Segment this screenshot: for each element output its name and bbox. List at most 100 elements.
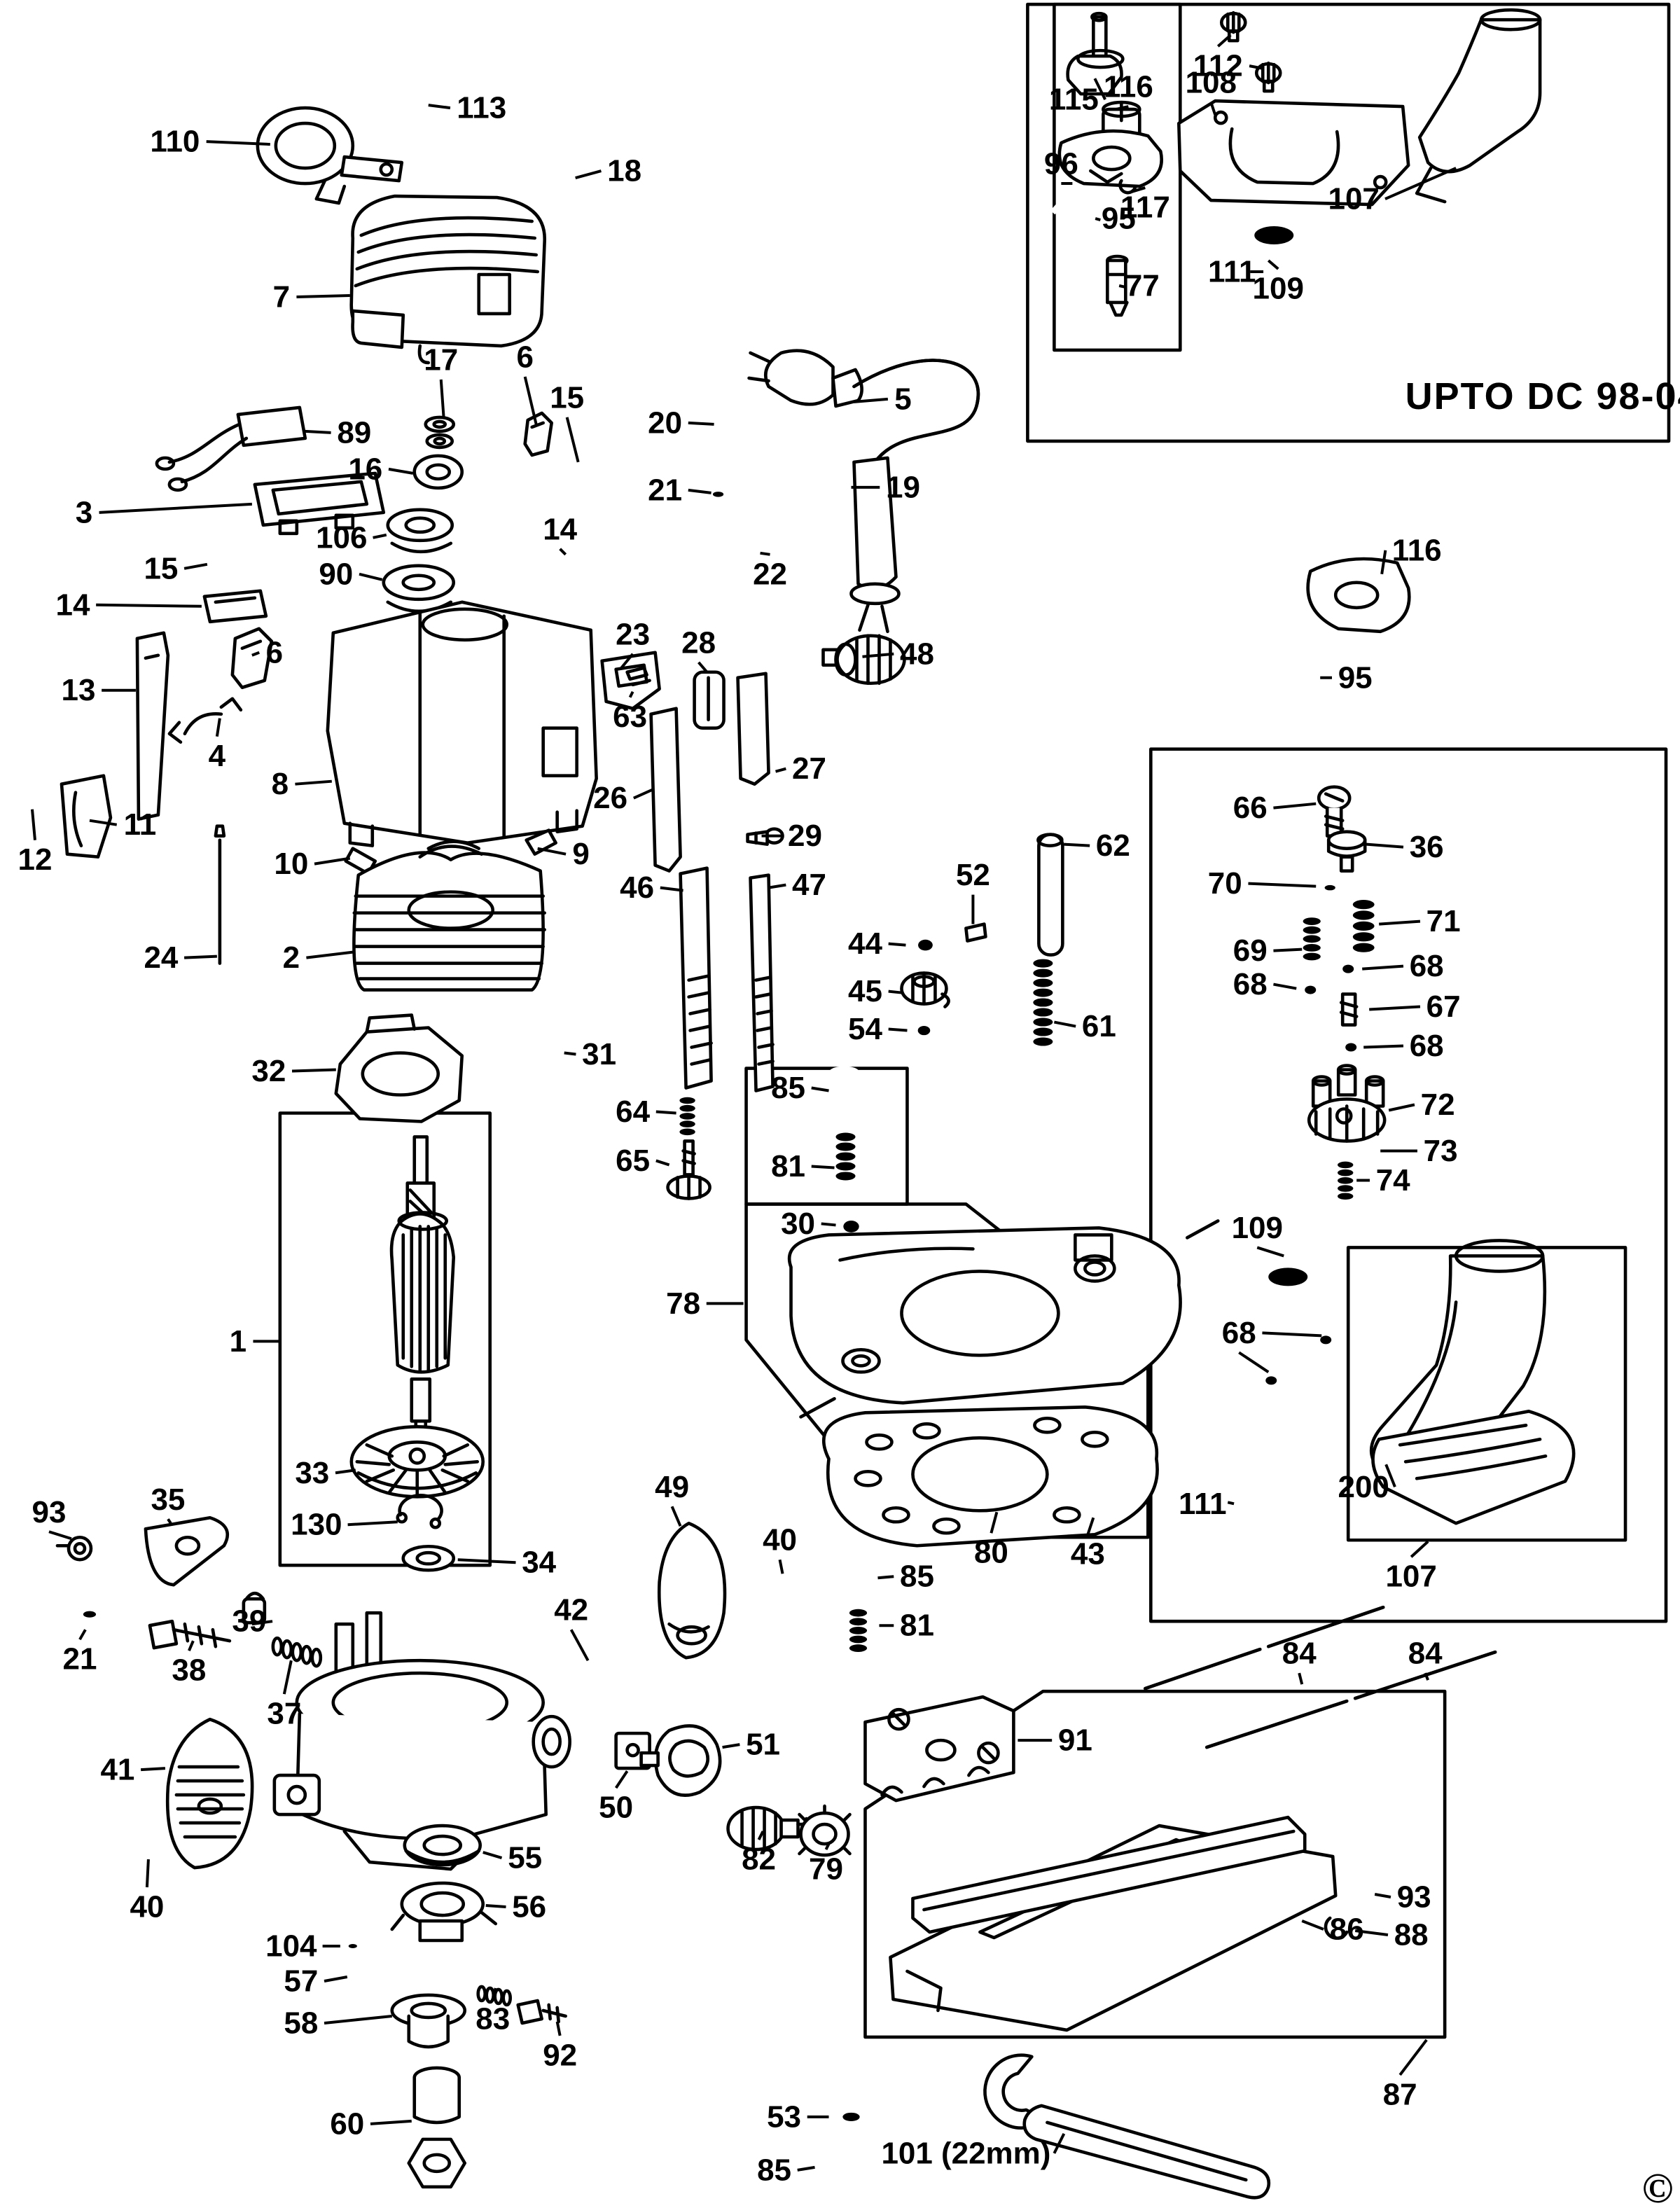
svg-text:56: 56 <box>512 1890 546 1924</box>
part-74-spring <box>1338 1161 1354 1200</box>
part-93-bush <box>55 1535 93 1562</box>
svg-text:68: 68 <box>1410 949 1444 983</box>
part-label-116: 116 <box>1104 70 1153 111</box>
svg-text:117: 117 <box>1120 190 1170 225</box>
part-label-21: 21 <box>648 473 711 507</box>
part-27-column <box>736 672 770 786</box>
part-88-clip <box>1324 1916 1349 1940</box>
part-label-112: 112 <box>1193 34 1265 83</box>
part-label-6: 6 <box>516 340 538 425</box>
svg-text:27: 27 <box>792 751 826 786</box>
svg-text:84: 84 <box>1408 1637 1443 1671</box>
svg-text:81: 81 <box>771 1149 805 1183</box>
svg-text:30: 30 <box>781 1207 815 1241</box>
svg-text:46: 46 <box>620 870 654 905</box>
part-label-47: 47 <box>768 868 826 902</box>
part-label-50: 50 <box>599 1770 633 1825</box>
part-71-spring <box>1352 900 1375 952</box>
svg-text:116: 116 <box>1104 70 1153 104</box>
part-subbase-casting <box>787 1219 1220 1419</box>
part-label-65: 65 <box>616 1144 670 1178</box>
svg-text:111: 111 <box>1208 254 1256 289</box>
part-67-stud <box>1339 992 1359 1027</box>
part-68-nut <box>1338 1037 1364 1057</box>
part-label-45: 45 <box>848 974 902 1008</box>
part-label-2: 2 <box>283 940 354 975</box>
svg-text:90: 90 <box>319 557 353 591</box>
part-label-115: 115 <box>1049 78 1106 117</box>
part-24-pin <box>214 824 226 965</box>
part-label-19: 19 <box>851 470 920 504</box>
svg-text:88: 88 <box>1394 1918 1429 1952</box>
part-label-22: 22 <box>753 551 787 591</box>
part-104-washer <box>342 1940 363 1952</box>
part-label-104: 104 <box>265 1929 340 1963</box>
part-label-70: 70 <box>1208 866 1317 901</box>
part-label-71: 71 <box>1379 904 1461 938</box>
part-label-7: 7 <box>273 279 350 314</box>
svg-text:9: 9 <box>572 837 589 871</box>
part-46-column <box>679 866 713 1090</box>
part-44-nut <box>909 932 942 958</box>
svg-text:7: 7 <box>273 279 290 314</box>
svg-text:74: 74 <box>1376 1163 1410 1197</box>
part-32-bearing-ring <box>334 1013 464 1123</box>
part-label-68: 68 <box>1233 967 1297 1001</box>
part-45-adjuster <box>900 971 950 1008</box>
part-label-130: 130 <box>291 1508 398 1542</box>
part-116-plate-mid <box>1306 557 1411 634</box>
svg-text:40: 40 <box>130 1890 164 1924</box>
part-96-screw <box>1047 182 1081 217</box>
svg-text:52: 52 <box>956 858 990 892</box>
part-81-spring <box>835 1132 856 1181</box>
svg-text:15: 15 <box>550 380 584 415</box>
part-label-90: 90 <box>319 557 383 591</box>
part-4-wire-link <box>167 697 243 744</box>
part-101-wrench <box>983 2053 1271 2200</box>
svg-text:107: 107 <box>1385 1560 1436 1594</box>
svg-text:84: 84 <box>1282 1637 1317 1671</box>
svg-text:85: 85 <box>771 1071 805 1105</box>
part-16-bearing <box>412 454 464 490</box>
part-label-56: 56 <box>485 1890 546 1924</box>
part-58-spindle-cap <box>390 1993 467 2049</box>
part-label-15: 15 <box>144 551 208 585</box>
callout-box-depth-stop <box>1149 747 1668 1623</box>
part-17-washers <box>424 415 456 450</box>
part-label-1: 1 <box>230 1324 280 1359</box>
svg-text:79: 79 <box>809 1852 843 1887</box>
part-38-bolt <box>148 1619 232 1650</box>
svg-text:49: 49 <box>655 1470 689 1504</box>
upto-caption: UPTO DC 98-04 <box>1405 375 1680 417</box>
svg-text:113: 113 <box>457 91 506 125</box>
part-label-74: 74 <box>1356 1163 1410 1197</box>
part-21-washer <box>705 487 731 501</box>
part-15-screw <box>571 459 588 499</box>
svg-text:17: 17 <box>424 342 458 377</box>
part-41-cover <box>165 1717 254 1870</box>
part-label-21: 21 <box>62 1629 97 1676</box>
part-label-92: 92 <box>543 2021 577 2072</box>
svg-text:58: 58 <box>284 2006 318 2040</box>
part-72-depth-turret <box>1307 1064 1387 1143</box>
svg-text:21: 21 <box>648 473 682 507</box>
svg-text:109: 109 <box>1232 1211 1283 1245</box>
part-label-95: 95 <box>1095 202 1136 236</box>
part-68-nut <box>1298 980 1324 1000</box>
part-69-spring <box>1303 917 1321 961</box>
part-label-36: 36 <box>1366 830 1444 864</box>
part-91-clamp-block <box>863 1695 1015 1803</box>
svg-text:200: 200 <box>1338 1470 1389 1504</box>
part-label-23: 23 <box>616 617 650 671</box>
part-label-66: 66 <box>1233 791 1317 825</box>
svg-text:68: 68 <box>1410 1029 1444 1063</box>
part-label-87: 87 <box>1383 2039 1428 2111</box>
part-81-spring-mid <box>849 1609 868 1652</box>
part-label-111: 111 <box>1208 254 1264 289</box>
svg-text:86: 86 <box>1330 1912 1364 1947</box>
svg-text:11: 11 <box>124 807 156 842</box>
part-37-spring <box>271 1636 323 1668</box>
svg-text:71: 71 <box>1426 904 1461 938</box>
part-label-85: 85 <box>771 1071 829 1105</box>
svg-text:106: 106 <box>316 520 367 555</box>
